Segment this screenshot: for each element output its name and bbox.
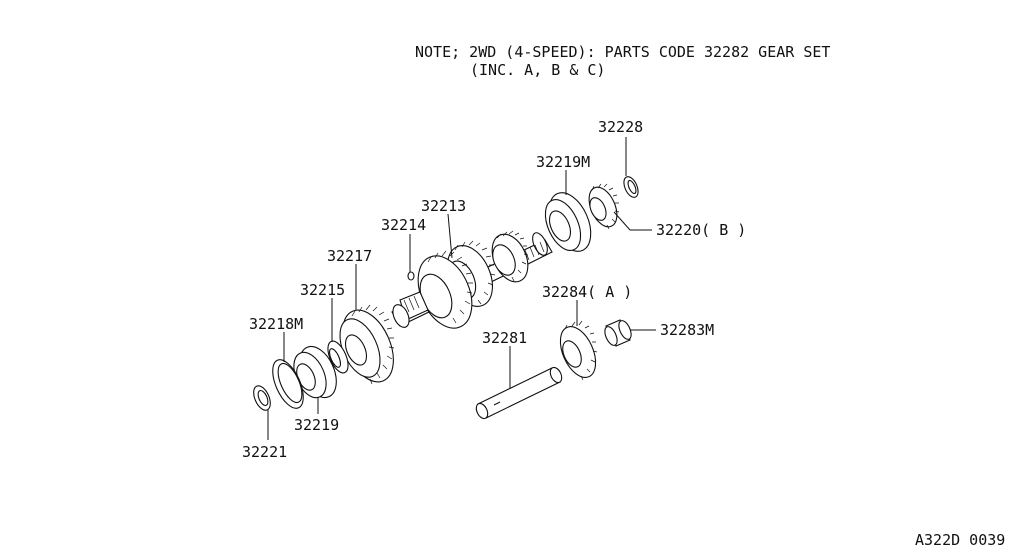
label-32219: 32219 (294, 416, 339, 434)
label-32281: 32281 (482, 329, 527, 347)
snap-ring-32221[interactable] (250, 383, 273, 412)
label-32217: 32217 (327, 247, 372, 265)
snap-ring-32228[interactable] (621, 175, 641, 200)
gear-32220-B[interactable] (583, 183, 622, 231)
spacer-32215[interactable] (324, 338, 352, 376)
label-32214: 32214 (381, 216, 426, 234)
note-line-2: (INC. A, B & C) (470, 61, 605, 79)
label-32221: 32221 (242, 443, 287, 461)
key-32214[interactable] (407, 271, 415, 281)
label-32215: 32215 (300, 281, 345, 299)
bearing-32219M[interactable] (538, 186, 599, 257)
shim-32218M[interactable] (266, 355, 309, 412)
bushing-32283M[interactable] (602, 319, 633, 347)
idler-shaft-32281[interactable] (474, 366, 564, 421)
label-32284-A: 32284( A ) (542, 283, 632, 301)
label-32220-B: 32220( B ) (656, 221, 746, 239)
bearing-32219[interactable] (287, 341, 343, 403)
counter-shaft-32213[interactable] (390, 229, 553, 337)
label-32283M: 32283M (660, 321, 714, 339)
leader-lines (267, 137, 656, 440)
label-32228: 32228 (598, 118, 643, 136)
idler-gear-32284-A[interactable] (553, 320, 602, 383)
figure-code: A322D 0039 (915, 531, 1005, 549)
label-32218M: 32218M (249, 315, 303, 333)
note-line-1: NOTE; 2WD (4-SPEED): PARTS CODE 32282 GE… (415, 43, 830, 61)
label-32219M: 32219M (536, 153, 590, 171)
gear-32217[interactable] (332, 302, 404, 389)
label-32213: 32213 (421, 197, 466, 215)
